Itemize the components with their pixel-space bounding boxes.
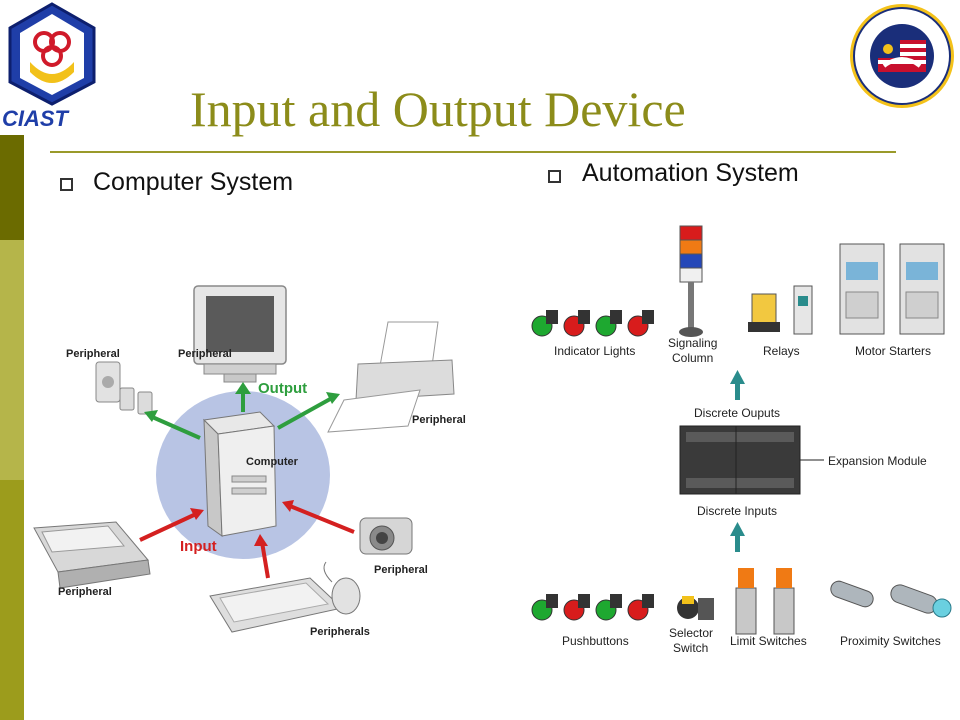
label-selector-switch-2: Switch: [673, 641, 709, 655]
computer-tower-icon: [202, 411, 277, 537]
label-relays: Relays: [763, 344, 800, 358]
bullet-automation-system: Automation System: [582, 159, 799, 187]
label-proximity-switches: Proximity Switches: [840, 634, 941, 648]
mouse-icon: [323, 561, 361, 615]
indicator-lights-icon: [531, 310, 654, 337]
limit-switches-icon: [735, 568, 795, 635]
camera-icon: [359, 517, 413, 555]
label-expansion-module: Expansion Module: [828, 454, 927, 468]
label-discrete-outputs: Discrete Ouputs: [694, 406, 781, 420]
pushbuttons-icon: [531, 594, 654, 621]
label-selector-switch-1: Selector: [669, 626, 714, 640]
label-peripheral-printer: Peripheral: [412, 414, 466, 426]
scanner-icon: [33, 521, 151, 589]
mtcp-logo: [848, 2, 956, 110]
computer-diagram-graphic: [33, 285, 455, 633]
label-peripheral-monitor: Peripheral: [178, 348, 232, 360]
label-motor-starters: Motor Starters: [855, 344, 932, 358]
monitor-icon: [193, 285, 287, 383]
selector-switch-icon: [677, 596, 714, 620]
label-output: Output: [258, 380, 308, 397]
bullet-marker-computer: [60, 178, 73, 191]
side-bar-light: [0, 240, 24, 480]
expansion-module-icon: [679, 425, 824, 495]
proximity-switches-icon: [830, 580, 952, 618]
label-indicator-lights: Indicator Lights: [554, 344, 636, 358]
label-pushbuttons: Pushbuttons: [562, 634, 629, 648]
motor-starters-icon: [839, 243, 945, 335]
relays-icon: [748, 285, 813, 335]
automation-diagram-graphic: [531, 225, 952, 635]
automation-system-diagram: Indicator Lights Signaling Column Relays…: [524, 222, 956, 662]
bullet-marker-automation: [548, 170, 561, 183]
signaling-column-icon: [679, 225, 703, 337]
computer-system-diagram: Peripheral Peripheral Peripheral Periphe…: [28, 270, 474, 650]
label-computer: Computer: [246, 456, 298, 468]
label-limit-switches: Limit Switches: [730, 634, 807, 648]
label-peripherals-keyboard: Peripherals: [310, 626, 370, 638]
ciast-emblem-icon: [8, 2, 96, 106]
label-input: Input: [180, 538, 217, 555]
label-signaling-column-1: Signaling: [668, 336, 718, 350]
title-divider: [50, 151, 896, 153]
label-peripheral-speakers: Peripheral: [66, 348, 120, 360]
label-peripheral-scanner: Peripheral: [58, 586, 112, 598]
speakers-icon: [95, 361, 153, 415]
ciast-logo-text: CIAST: [2, 106, 68, 131]
label-discrete-inputs: Discrete Inputs: [697, 504, 778, 518]
mtcp-seal-icon: [850, 4, 954, 108]
label-peripheral-camera: Peripheral: [374, 564, 428, 576]
printer-icon: [327, 321, 455, 433]
keyboard-icon: [209, 577, 344, 633]
side-bar-dark: [0, 135, 24, 240]
bullet-computer-system: Computer System: [93, 168, 294, 196]
page-title: Input and Output Device: [190, 81, 686, 137]
ciast-logo: CIAST: [0, 0, 108, 135]
label-signaling-column-2: Column: [672, 351, 714, 365]
side-bar-mid: [0, 480, 24, 720]
